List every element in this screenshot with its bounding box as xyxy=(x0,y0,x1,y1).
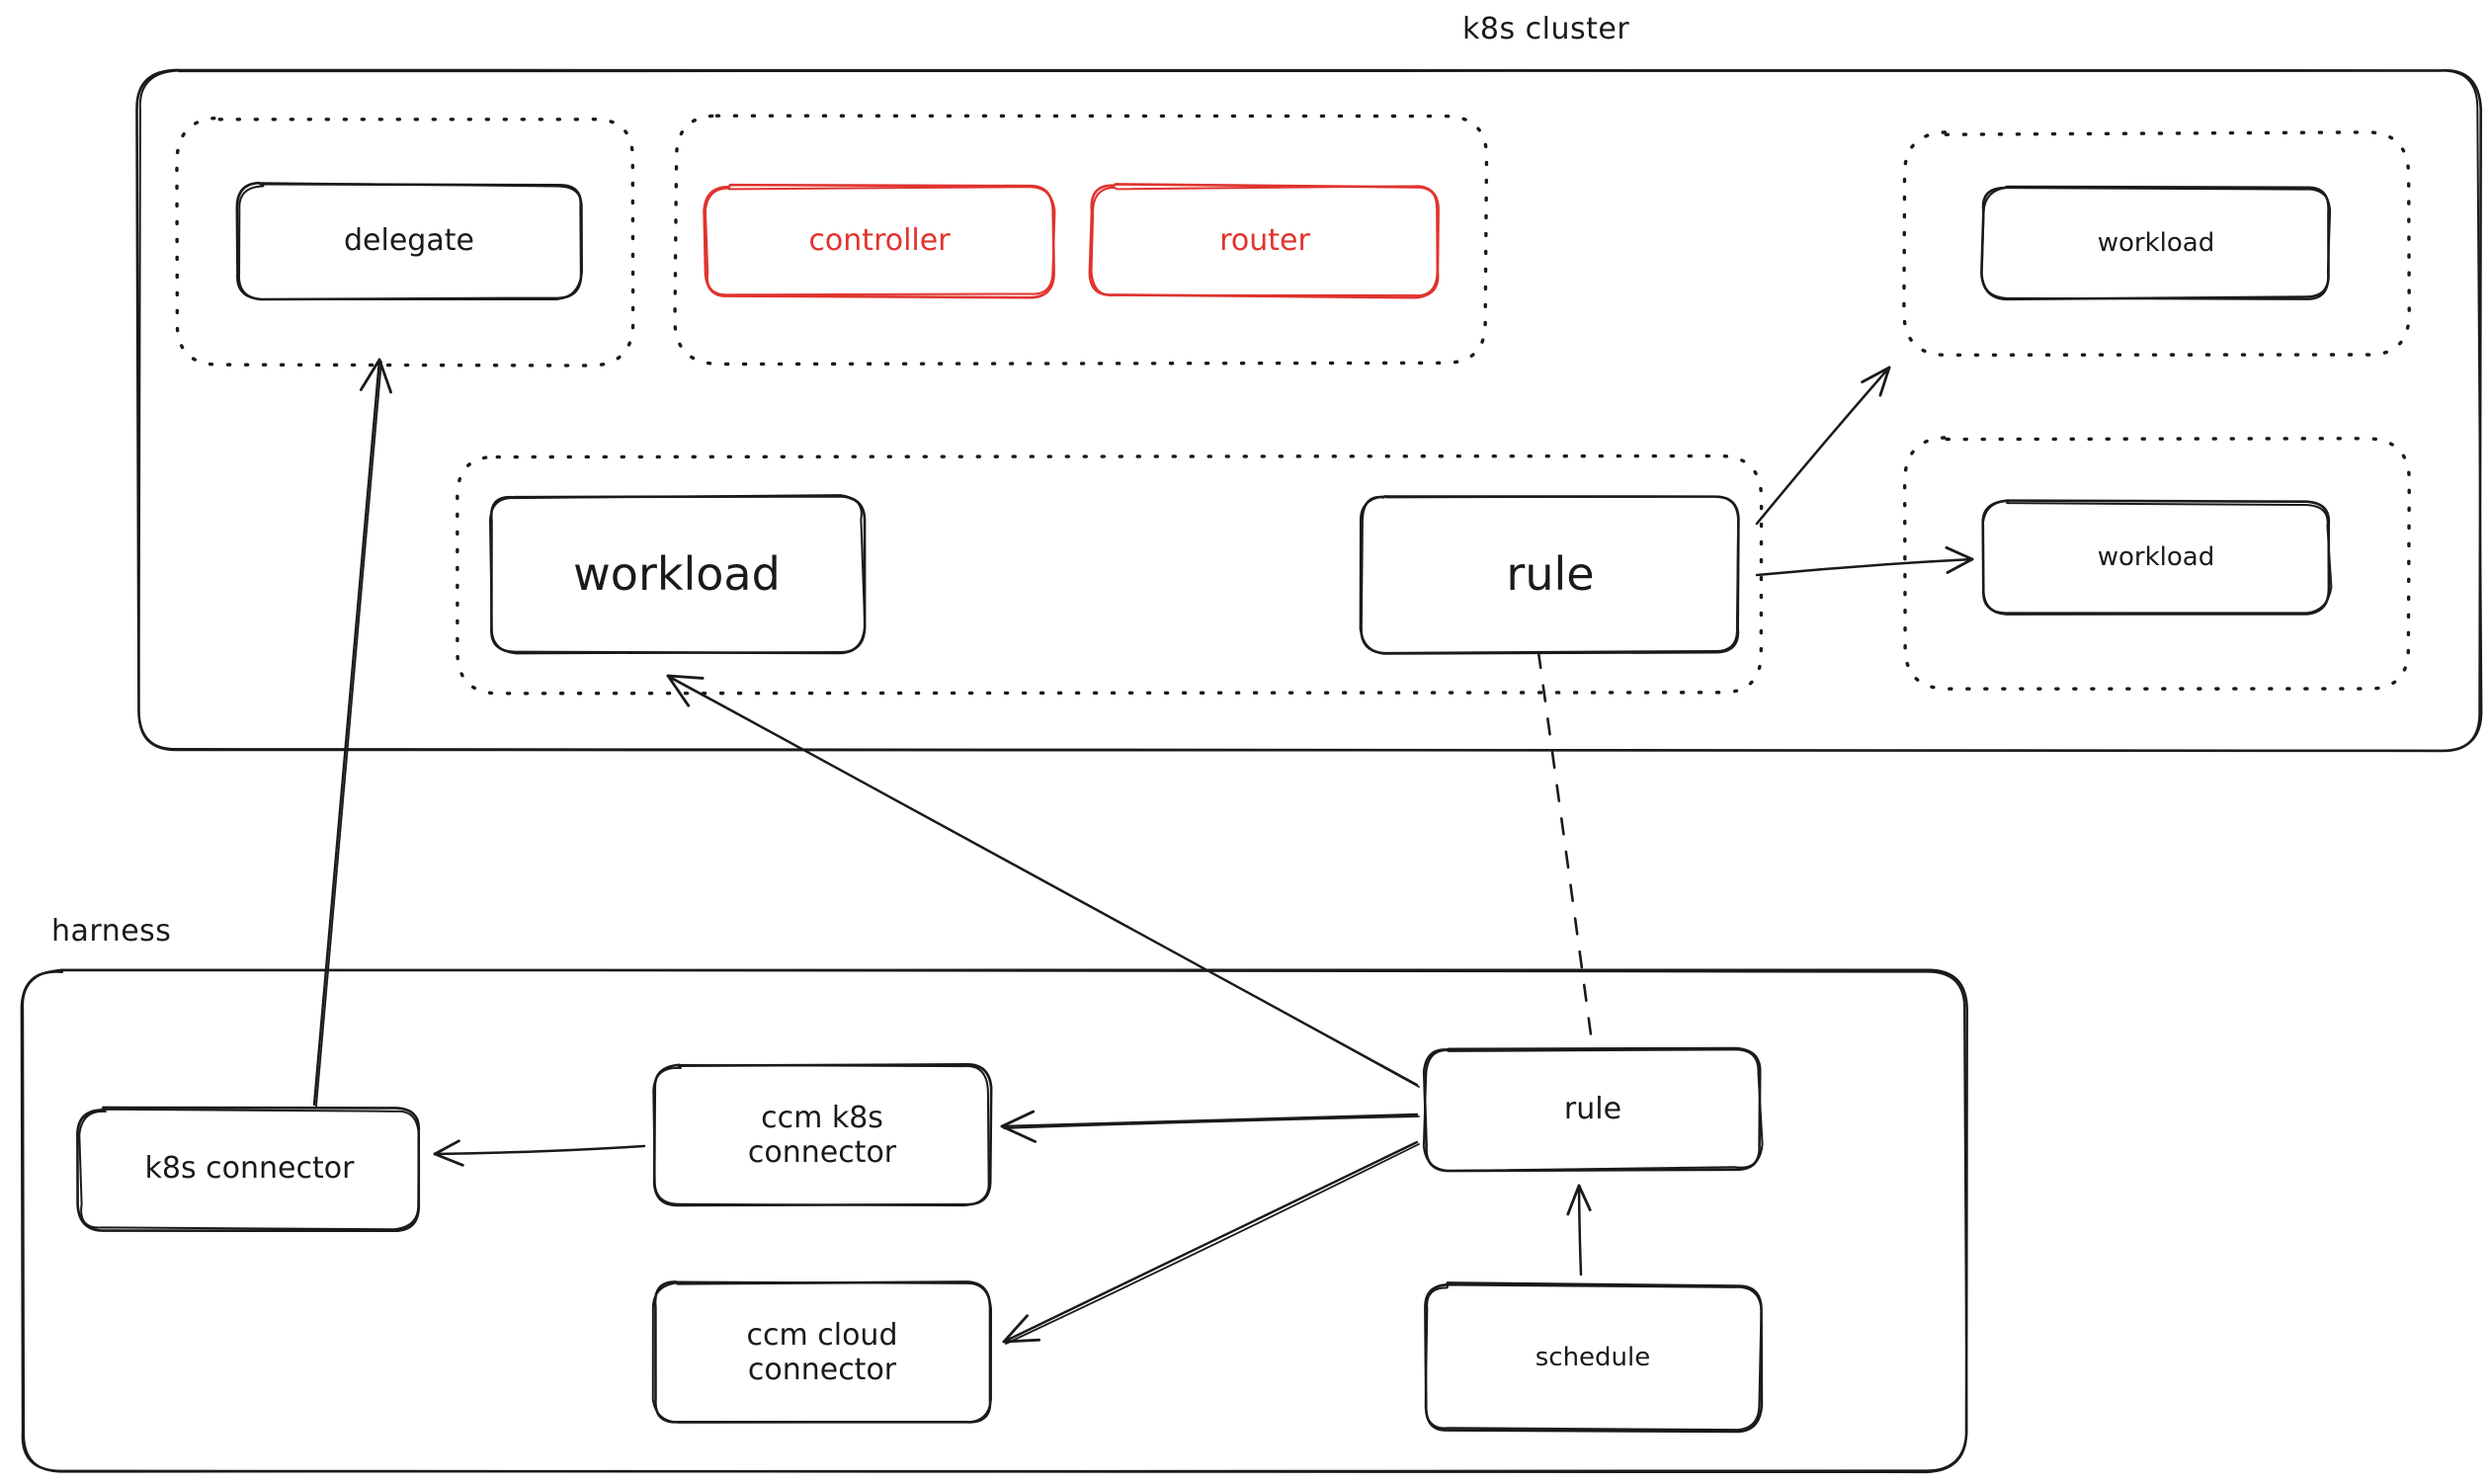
node-controller[interactable]: controller xyxy=(808,223,951,259)
group-k8s-cluster xyxy=(135,68,2483,753)
node-ccm-cloud-connector[interactable]: ccm cloud connector xyxy=(746,1317,898,1387)
box-workload-center-sketch xyxy=(488,494,867,655)
edge-k8s-connector-to-delegate xyxy=(312,358,381,1107)
box-router-sketch xyxy=(1090,185,1439,297)
edge-rule-cluster-to-workload-top-right xyxy=(1755,366,1891,526)
edge-rule-harness-to-ccm-k8s-connector xyxy=(1000,1113,1419,1128)
node-k8s-connector[interactable]: k8s connector xyxy=(144,1151,355,1187)
edge-schedule-to-rule-harness-head-b xyxy=(1566,1184,1581,1216)
edge-rule-harness-to-workload-center-head-b xyxy=(666,674,691,707)
box-schedule-sketch xyxy=(1424,1283,1763,1432)
edge-rule-harness-to-ccm-cloud-connector-head-b xyxy=(1002,1338,1041,1344)
edge-k8s-connector-to-delegate-sketch xyxy=(315,361,382,1108)
edge-rule-cluster-to-rule-harness xyxy=(1536,650,1595,1051)
edge-rule-harness-to-ccm-cloud-connector-head xyxy=(1002,1314,1029,1344)
edge-rule-cluster-to-workload-top-right-head xyxy=(1878,366,1891,397)
node-delegate[interactable]: delegate xyxy=(344,223,474,259)
edge-rule-cluster-to-workload-bottom-right-head-b xyxy=(1945,545,1974,561)
box-controller-sketch xyxy=(704,186,1056,296)
edge-ccm-k8s-connector-to-k8s-connector-head-b xyxy=(433,1152,464,1167)
node-workload-bottom-right[interactable]: workload xyxy=(2097,541,2215,572)
edge-k8s-connector-to-delegate-head xyxy=(377,358,392,394)
node-workload-center[interactable]: workload xyxy=(573,546,781,601)
group-harness-sketch xyxy=(22,968,1968,1473)
box-delegate-sketch xyxy=(238,182,583,301)
group-workload-top-right xyxy=(1902,130,2411,358)
edge-rule-harness-to-ccm-cloud-connector xyxy=(1002,1140,1419,1344)
box-rule-harness xyxy=(1422,1046,1762,1173)
edge-schedule-to-rule-harness xyxy=(1577,1184,1583,1277)
group-label-harness: harness xyxy=(51,914,172,948)
box-ccm-k8s-connector-sketch xyxy=(652,1064,990,1207)
edge-rule-harness-to-ccm-cloud-connector-sketch xyxy=(1005,1143,1420,1345)
edge-rule-cluster-to-workload-bottom-right-head xyxy=(1946,557,1974,574)
node-rule-cluster[interactable]: rule xyxy=(1506,546,1595,601)
node-ccm-k8s-connector[interactable]: ccm k8s connector xyxy=(747,1100,897,1170)
group-k8s-cluster-sketch xyxy=(137,69,2483,752)
box-rule-harness-sketch xyxy=(1422,1048,1764,1173)
box-k8s-connector xyxy=(76,1106,421,1232)
node-rule-harness[interactable]: rule xyxy=(1563,1092,1622,1127)
node-schedule[interactable]: schedule xyxy=(1535,1342,1651,1372)
group-label-k8s-cluster: k8s cluster xyxy=(1462,12,1630,46)
edge-ccm-k8s-connector-to-k8s-connector-head xyxy=(433,1139,460,1156)
box-workload-top-right-sketch xyxy=(1980,186,2332,300)
group-workload-bottom-right xyxy=(1902,436,2411,691)
edge-rule-cluster-to-workload-top-right-head-b xyxy=(1861,366,1891,383)
edge-rule-harness-to-ccm-k8s-connector-sketch xyxy=(1003,1115,1420,1129)
node-router[interactable]: router xyxy=(1219,223,1310,259)
box-workload-bottom-right-sketch xyxy=(1981,500,2333,615)
edge-k8s-connector-to-delegate-head-b xyxy=(359,358,381,391)
node-workload-top-right[interactable]: workload xyxy=(2097,227,2215,258)
edge-rule-harness-to-workload-center-head xyxy=(666,674,705,680)
edge-rule-harness-to-ccm-k8s-connector-head xyxy=(1000,1110,1036,1128)
edge-ccm-k8s-connector-to-k8s-connector xyxy=(433,1144,646,1156)
box-ccm-cloud-connector-sketch xyxy=(651,1280,992,1424)
box-rule-cluster-sketch xyxy=(1359,495,1740,654)
edge-rule-harness-to-ccm-k8s-connector-head-b xyxy=(1000,1124,1038,1143)
box-k8s-connector-sketch xyxy=(78,1108,420,1231)
edge-rule-harness-to-workload-center-sketch xyxy=(669,677,1420,1088)
edge-schedule-to-rule-harness-head xyxy=(1577,1184,1592,1212)
group-delegate xyxy=(175,116,635,368)
edge-rule-cluster-to-workload-bottom-right xyxy=(1755,557,1974,577)
group-controller-router xyxy=(673,114,1489,367)
